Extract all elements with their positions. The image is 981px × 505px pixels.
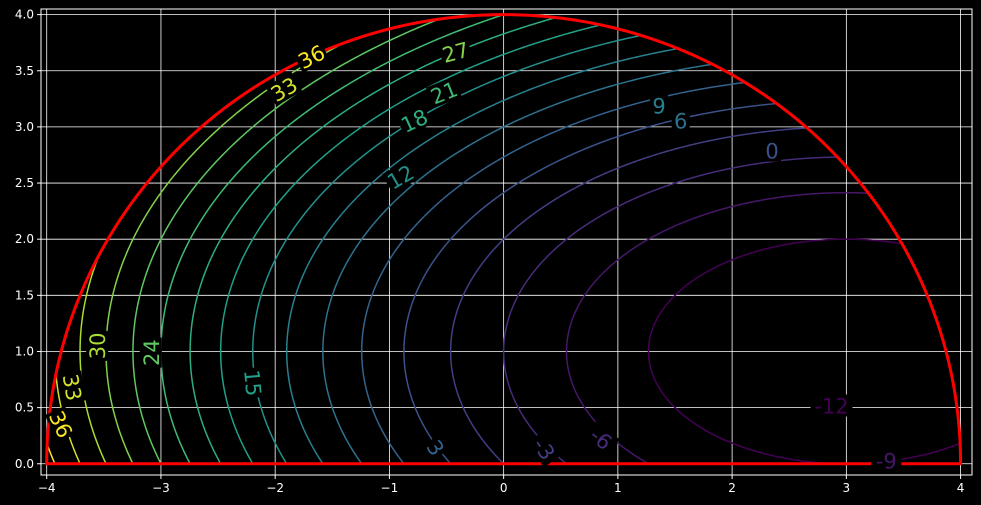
contour-label: 30 bbox=[86, 333, 110, 360]
contour-line bbox=[105, 43, 343, 463]
contour-line bbox=[403, 102, 776, 465]
y-tick-label: 4.0 bbox=[15, 8, 34, 22]
contour-label-knockout bbox=[810, 394, 853, 417]
y-tick-label: 2.0 bbox=[15, 232, 34, 246]
contour-label: -12 bbox=[814, 395, 848, 419]
y-tick-label: 1.0 bbox=[15, 344, 34, 358]
contour-label-group: 33 bbox=[58, 370, 87, 404]
contour-label-knockout bbox=[395, 104, 433, 137]
contour-label-knockout bbox=[86, 330, 109, 361]
x-tick-label: 2 bbox=[728, 481, 736, 495]
contour-label-knockout bbox=[381, 159, 419, 194]
contour-label-knockout bbox=[44, 405, 78, 443]
contour-label-knockout bbox=[139, 337, 162, 368]
contour-label-group: 30 bbox=[86, 330, 110, 361]
x-tick-label: 0 bbox=[500, 481, 508, 495]
contour-label-knockout bbox=[526, 430, 563, 468]
contour-label: 15 bbox=[239, 369, 265, 398]
contour-label: 6 bbox=[674, 109, 687, 133]
y-tick-label: 2.5 bbox=[15, 176, 34, 190]
contour-label-knockout bbox=[421, 433, 451, 462]
contour-line bbox=[565, 191, 869, 465]
contour-label: -9 bbox=[876, 450, 897, 474]
contour-line bbox=[360, 81, 745, 465]
contour-line bbox=[502, 156, 837, 464]
contour-label-group: 0 bbox=[763, 139, 782, 164]
contour-line bbox=[219, 24, 601, 463]
contour-label-group: 6 bbox=[671, 109, 690, 133]
x-tick-label: 1 bbox=[614, 481, 622, 495]
contour-label-knockout bbox=[582, 420, 620, 457]
contour-label: 33 bbox=[58, 372, 86, 402]
contour-label-knockout bbox=[763, 139, 782, 162]
contour-label-knockout bbox=[59, 370, 87, 404]
contour-label: 24 bbox=[140, 339, 164, 366]
plot-frame bbox=[40, 8, 973, 476]
contour-label-group: 27 bbox=[438, 37, 473, 68]
x-tick-label: 3 bbox=[843, 481, 851, 495]
y-tick-label: 0.5 bbox=[15, 401, 34, 415]
contour-line bbox=[160, 14, 503, 464]
y-tick-label: 3.5 bbox=[15, 64, 34, 78]
contour-label-knockout bbox=[871, 449, 902, 472]
contour-line bbox=[322, 63, 713, 464]
contour-label: 9 bbox=[652, 95, 665, 119]
contour-label-group: 9 bbox=[650, 94, 668, 119]
contour-line bbox=[132, 18, 439, 464]
contour-label-group: -12 bbox=[810, 394, 853, 419]
y-tick-label: 3.0 bbox=[15, 120, 34, 134]
contour-label: 0 bbox=[765, 140, 778, 164]
contour-label-knockout bbox=[438, 37, 473, 67]
contour-line bbox=[285, 47, 678, 465]
contour-label-group: 24 bbox=[139, 337, 164, 368]
contour-label-knockout bbox=[425, 76, 462, 109]
contour-label-group: 15 bbox=[239, 366, 266, 399]
y-tick-label: 0.0 bbox=[15, 457, 34, 471]
x-tick-label: −4 bbox=[38, 481, 56, 495]
x-tick-label: −2 bbox=[266, 481, 284, 495]
x-tick-label: −3 bbox=[152, 481, 170, 495]
boundary-half-disk bbox=[45, 13, 963, 466]
contour-label-knockout bbox=[292, 39, 330, 74]
contour-label-knockout bbox=[671, 109, 690, 132]
x-tick-label: 4 bbox=[957, 481, 965, 495]
contour-line bbox=[449, 127, 807, 465]
contour-line bbox=[79, 254, 107, 464]
contour-line bbox=[46, 445, 56, 464]
x-tick-label: −1 bbox=[381, 481, 399, 495]
contour-label-group: -9 bbox=[871, 449, 902, 474]
contour-line bbox=[189, 16, 556, 463]
domain-boundary bbox=[45, 13, 963, 466]
y-tick-label: 1.5 bbox=[15, 288, 34, 302]
contour-label-knockout bbox=[241, 366, 266, 399]
contour-label-knockout bbox=[265, 71, 303, 106]
axis-ticks: −4 −3 −2 −1 0 1 2 3 4 0.0 0.5 1.0 1.5 2.0 2.5 3.0 3.5 4.0 bbox=[15, 8, 964, 495]
contour-label-knockout bbox=[650, 94, 668, 117]
